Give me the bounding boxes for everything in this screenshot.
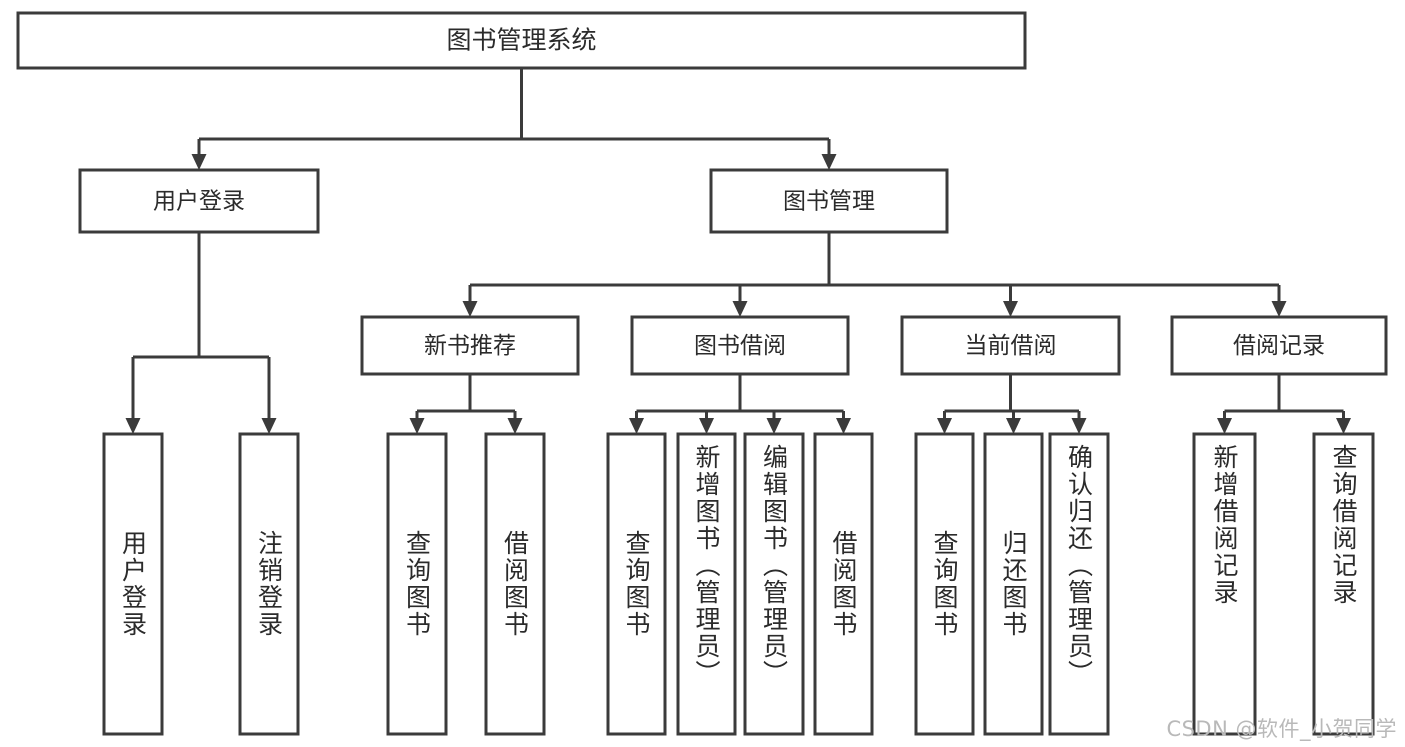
edges-layer — [125, 68, 1351, 434]
node-book-borrow[interactable]: 图书借阅 — [630, 315, 850, 376]
node-leaf-edit-book-admin[interactable] — [743, 432, 805, 736]
node-box — [16, 11, 1027, 70]
node-box — [813, 432, 874, 736]
arrowhead — [766, 418, 782, 434]
node-box — [1048, 432, 1110, 736]
arrowhead — [836, 418, 851, 434]
edge-group-current-borrow — [937, 374, 1087, 434]
arrowhead — [1071, 418, 1087, 434]
arrowhead — [409, 418, 425, 434]
arrowhead — [699, 418, 714, 434]
node-root[interactable]: 图书管理系统 — [16, 11, 1027, 70]
edge-group-borrow-record — [1217, 374, 1351, 434]
node-leaf-add-borrow-record[interactable] — [1192, 432, 1257, 736]
node-leaf-borrow-book-rec[interactable] — [484, 432, 546, 736]
arrowhead — [507, 418, 523, 434]
arrowhead — [1217, 418, 1232, 434]
node-box — [709, 168, 949, 234]
node-box — [1312, 432, 1375, 736]
edge-group-book-borrow — [629, 374, 851, 434]
node-leaf-borrow-book-brw[interactable] — [813, 432, 874, 736]
node-box — [484, 432, 546, 736]
edge-group-user-login — [125, 232, 277, 434]
node-label: 图书管理系统 — [446, 26, 596, 55]
node-label: 图书借阅 — [694, 333, 786, 359]
node-box — [676, 432, 737, 736]
node-leaf-query-book-brw[interactable] — [606, 432, 667, 736]
arrowhead — [1003, 301, 1018, 317]
arrowhead — [732, 301, 748, 317]
node-leaf-user-login[interactable] — [102, 432, 164, 736]
arrowhead — [191, 154, 207, 170]
arrowhead — [937, 418, 952, 434]
arrowhead — [1336, 418, 1351, 434]
node-box — [900, 315, 1121, 376]
arrowhead — [125, 418, 141, 434]
node-box — [914, 432, 975, 736]
arrowhead — [821, 154, 837, 170]
node-label: 当前借阅 — [965, 333, 1057, 359]
node-box — [630, 315, 850, 376]
node-label: 图书管理 — [783, 189, 875, 215]
node-leaf-confirm-return[interactable] — [1048, 432, 1110, 736]
node-box — [1192, 432, 1257, 736]
arrowhead — [261, 418, 277, 434]
edge-group-new-book-recommend — [409, 374, 523, 434]
node-box — [386, 432, 448, 736]
node-current-borrow[interactable]: 当前借阅 — [900, 315, 1121, 376]
node-label: 新书推荐 — [424, 333, 516, 359]
arrowhead — [1006, 418, 1021, 434]
node-book-management[interactable]: 图书管理 — [709, 168, 949, 234]
node-leaf-query-book-rec[interactable] — [386, 432, 448, 736]
node-leaf-query-borrow-record[interactable] — [1312, 432, 1375, 736]
node-new-book-recommend[interactable]: 新书推荐 — [360, 315, 580, 376]
node-leaf-add-book-admin[interactable] — [676, 432, 737, 736]
arrowhead — [629, 418, 644, 434]
edge-group-book-management — [462, 232, 1287, 317]
node-box — [102, 432, 164, 736]
node-box — [238, 432, 300, 736]
node-borrow-record[interactable]: 借阅记录 — [1170, 315, 1388, 376]
edge-group-root — [191, 68, 837, 170]
node-box — [360, 315, 580, 376]
arrowhead — [1271, 301, 1287, 317]
node-box — [743, 432, 805, 736]
node-label: 用户登录 — [153, 189, 245, 215]
node-box — [78, 168, 320, 234]
arrowhead — [462, 301, 478, 317]
node-leaf-logout-login[interactable] — [238, 432, 300, 736]
node-leaf-query-book-cur[interactable] — [914, 432, 975, 736]
node-label: 借阅记录 — [1233, 333, 1325, 359]
node-box — [983, 432, 1044, 736]
node-box — [606, 432, 667, 736]
node-box — [1170, 315, 1388, 376]
node-user-login[interactable]: 用户登录 — [78, 168, 320, 234]
node-leaf-return-book[interactable] — [983, 432, 1044, 736]
